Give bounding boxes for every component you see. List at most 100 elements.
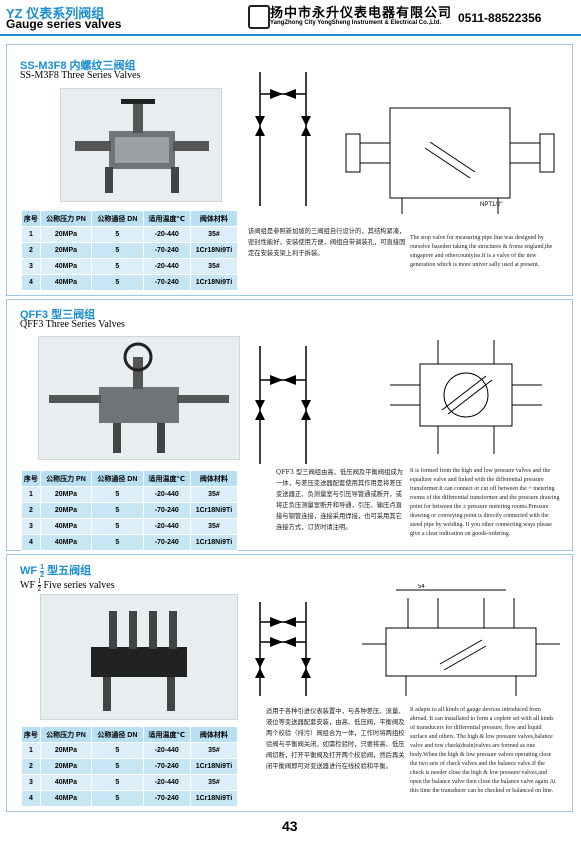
table-header-cell: 公称压力 PN: [39, 470, 93, 487]
header-title-en: Gauge series valves: [6, 17, 122, 31]
table-cell: 5: [91, 486, 144, 503]
table-cell: 40MPa: [39, 518, 93, 535]
table-header-cell: 适用温度℃: [142, 726, 191, 743]
table-cell: 1Cr18Ni9Ti: [189, 502, 239, 519]
table-header-cell: 阀体材料: [189, 726, 239, 743]
table-cell: 1Cr18Ni9Ti: [189, 242, 239, 259]
table-cell: 40MPa: [39, 274, 93, 291]
schematic-three-valve: [255, 346, 311, 464]
section-wf-five: [6, 554, 573, 812]
table-cell: 40MPa: [39, 774, 93, 791]
section-ss-m3f8: [6, 44, 573, 296]
title-prefix: WF: [20, 565, 38, 577]
company-logo-icon: [248, 5, 270, 29]
table-cell: 5: [91, 790, 144, 807]
table-cell: 20MPa: [39, 502, 93, 519]
table-cell: 3: [21, 774, 41, 791]
header-title-cn: YZ 仪表系列阀组: [6, 6, 105, 21]
table-cell: 40MPa: [39, 534, 93, 551]
valve-photo-icon: [49, 342, 229, 453]
product-photo-qff3: [38, 336, 240, 460]
drawing-wf: 54: [362, 584, 560, 696]
schematic-three-valve: [255, 72, 311, 206]
table-cell: 5: [91, 534, 144, 551]
company-name-cn: 扬中市永升仪表电器有限公司: [270, 6, 453, 21]
company-name-en: YangZhong City YongSheng Instrument & El…: [270, 20, 442, 26]
table-cell: 5: [91, 242, 144, 259]
fraction-denominator: 2: [37, 585, 42, 593]
section-title-en: SS-M3F8 Three Series Valves: [20, 70, 141, 81]
fraction-denominator: 2: [40, 571, 45, 579]
table-cell: 35#: [189, 226, 239, 243]
table-header-cell: 公称通径 DN: [91, 470, 144, 487]
table-cell: 1: [21, 486, 41, 503]
header-divider: [0, 34, 581, 36]
table-cell: 35#: [189, 774, 239, 791]
table-header-cell: 公称通径 DN: [91, 726, 144, 743]
table-cell: 5: [91, 274, 144, 291]
table-cell: 35#: [189, 742, 239, 759]
valve-photo-icon: [75, 99, 209, 193]
description-cn: QFF3 型三阀组由高、低压阀及平衡阀组成为一体，与差压变送器配套使用其作用是将…: [276, 469, 403, 531]
section-title-en: QFF3 Three Series Valves: [20, 319, 125, 330]
title-suffix: 型五阀组: [47, 565, 92, 577]
table-cell: 5: [91, 226, 144, 243]
table-cell: 5: [91, 258, 144, 275]
table-cell: -20-440: [142, 226, 191, 243]
table-cell: 1: [21, 742, 41, 759]
table-header-cell: 适用温度℃: [142, 470, 191, 487]
table-header-cell: 公称压力 PN: [39, 210, 93, 227]
description-cn: 该阀组是参照新加坡的三阀组自行设计的，其结构紧凑，密封性能好，安装使用方便，阀组…: [248, 228, 406, 257]
table-cell: 35#: [189, 518, 239, 535]
table-cell: 20MPa: [39, 242, 93, 259]
table-header-cell: 序号: [21, 726, 41, 743]
section-qff3: [6, 299, 573, 551]
page-number: 43: [282, 818, 298, 834]
table-cell: 2: [21, 758, 41, 775]
table-cell: -20-440: [142, 774, 191, 791]
table-cell: 5: [91, 774, 144, 791]
dimension-label: 54: [418, 584, 425, 590]
description-cn: 适用于各种引进仪表装置中，与各种差压、流量、液位等变送器配套安装，由高、低压阀，…: [266, 708, 405, 770]
company-phone: 0511-88522356: [458, 11, 542, 25]
table-cell: 1: [21, 226, 41, 243]
table-cell: 40MPa: [39, 258, 93, 275]
description-en: It adapts to all kinds of gauge devices …: [410, 707, 556, 794]
valve-photo-icon: [91, 611, 187, 711]
table-header-cell: 阀体材料: [189, 210, 239, 227]
section-title-cn: SS-M3F8 内螺纹三阀组: [20, 60, 136, 72]
product-photo-ss-m3f8: [60, 88, 222, 202]
drawing-qff3: [390, 340, 542, 454]
fraction-numerator: 1: [40, 563, 45, 572]
table-cell: 4: [21, 790, 41, 807]
drawing-ss-m3f8: NPT1/2": [345, 107, 555, 214]
table-cell: -70-240: [142, 502, 191, 519]
table-cell: 35#: [189, 486, 239, 503]
table-cell: -70-240: [142, 274, 191, 291]
table-header-cell: 序号: [21, 470, 41, 487]
table-cell: -70-240: [142, 242, 191, 259]
table-cell: 5: [91, 518, 144, 535]
table-header-cell: 阀体材料: [189, 470, 239, 487]
description-en: The stop valve for measuring pipe line w…: [410, 235, 553, 268]
title-prefix: WF: [20, 579, 35, 591]
fraction-numerator: 1: [37, 577, 41, 586]
description-en: It is formed from the high and low press…: [410, 468, 560, 537]
table-cell: 5: [91, 758, 144, 775]
table-cell: 20MPa: [39, 758, 93, 775]
table-cell: -70-240: [142, 758, 191, 775]
table-cell: 35#: [189, 258, 239, 275]
